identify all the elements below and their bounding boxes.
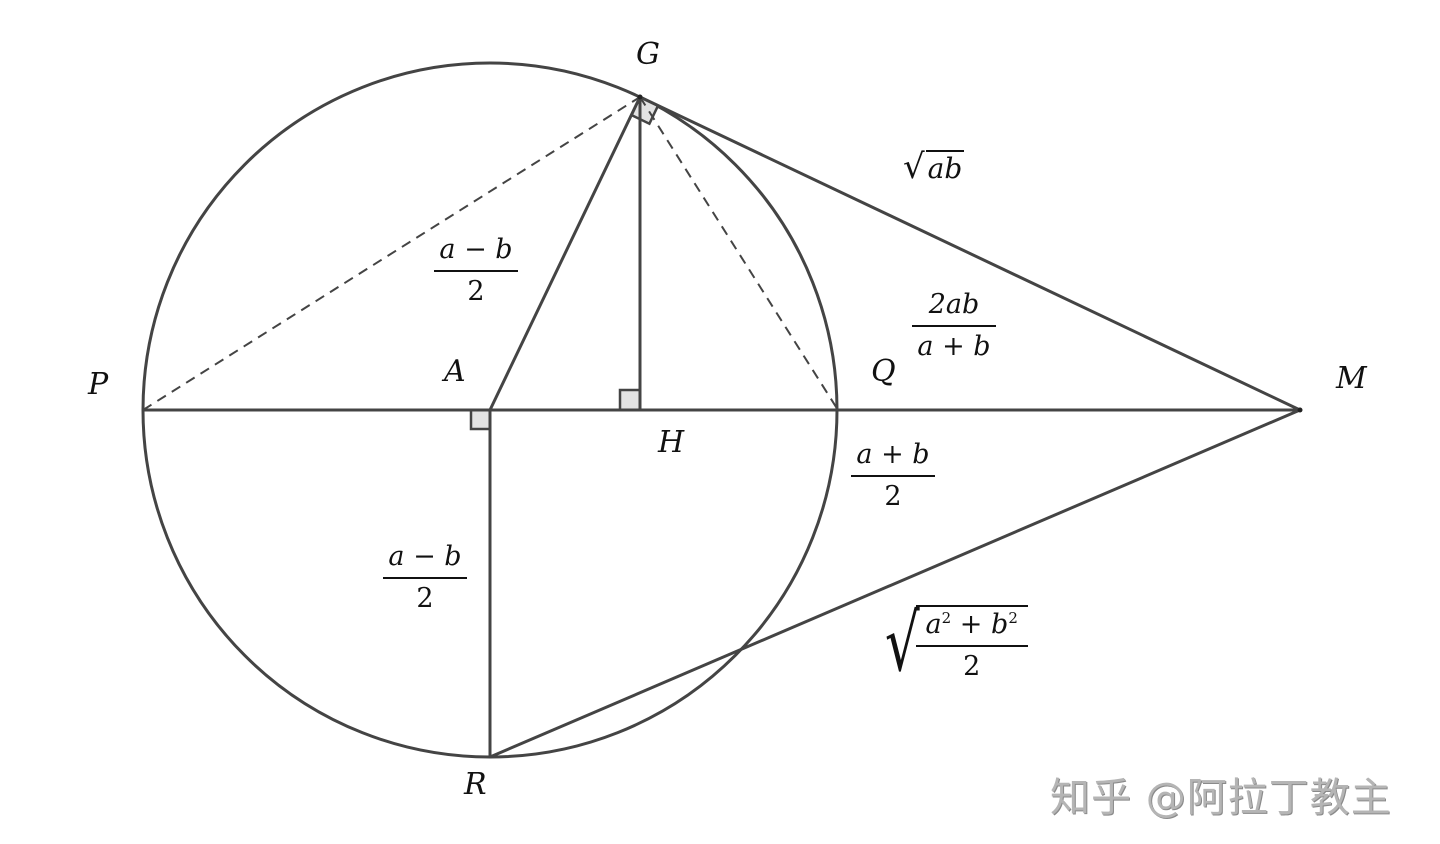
radical-icon: √ <box>884 599 920 689</box>
fraction-bar <box>851 475 935 477</box>
denominator: 2 <box>884 481 902 512</box>
numerator: a − b <box>388 541 462 572</box>
denominator: 2 <box>467 276 485 307</box>
fraction: a2 + b2 2 <box>915 609 1028 682</box>
point-m <box>1297 407 1303 413</box>
label-point-p: P <box>88 367 109 402</box>
right-angle-marker-h <box>618 388 642 412</box>
length-label-gm: √ ab <box>903 147 965 187</box>
numerator: a − b <box>439 234 513 265</box>
label-point-g: G <box>636 37 660 72</box>
fraction-bar <box>434 270 518 272</box>
segment-rm <box>489 408 1301 759</box>
denominator: 2 <box>416 583 434 614</box>
label-point-h: H <box>658 425 685 460</box>
fraction-bar <box>915 645 1028 647</box>
numerator: a2 + b2 <box>925 609 1018 640</box>
segment-gq-dashed <box>639 96 839 411</box>
segment-pg-dashed <box>142 96 641 411</box>
right-angle-marker-a <box>469 408 492 431</box>
length-label-hm: 2ab a + b <box>912 291 996 360</box>
denominator: 2 <box>963 651 981 682</box>
length-label-ag: a − b 2 <box>434 236 518 305</box>
denominator: a + b <box>917 331 991 362</box>
length-label-ar: a − b 2 <box>383 543 467 612</box>
label-point-m: M <box>1336 361 1367 396</box>
segment-ag <box>488 96 642 411</box>
fraction-bar <box>383 577 467 579</box>
watermark: 知乎 @阿拉丁教主 <box>1050 775 1392 821</box>
numerator: a + b <box>856 439 930 470</box>
label-point-a: A <box>444 354 466 389</box>
radicand: a2 + b2 2 <box>915 605 1028 683</box>
fraction-bar <box>912 325 996 327</box>
length-label-rm: √ a2 + b2 2 <box>870 605 1028 683</box>
radical-icon: √ <box>903 147 925 187</box>
segment-gm <box>639 95 1301 412</box>
point-g <box>637 94 643 100</box>
length-label-am: a + b 2 <box>851 441 935 510</box>
numerator: 2ab <box>928 289 980 320</box>
label-point-q: Q <box>871 354 896 389</box>
label-point-r: R <box>464 767 487 802</box>
radicand: ab <box>925 150 965 185</box>
